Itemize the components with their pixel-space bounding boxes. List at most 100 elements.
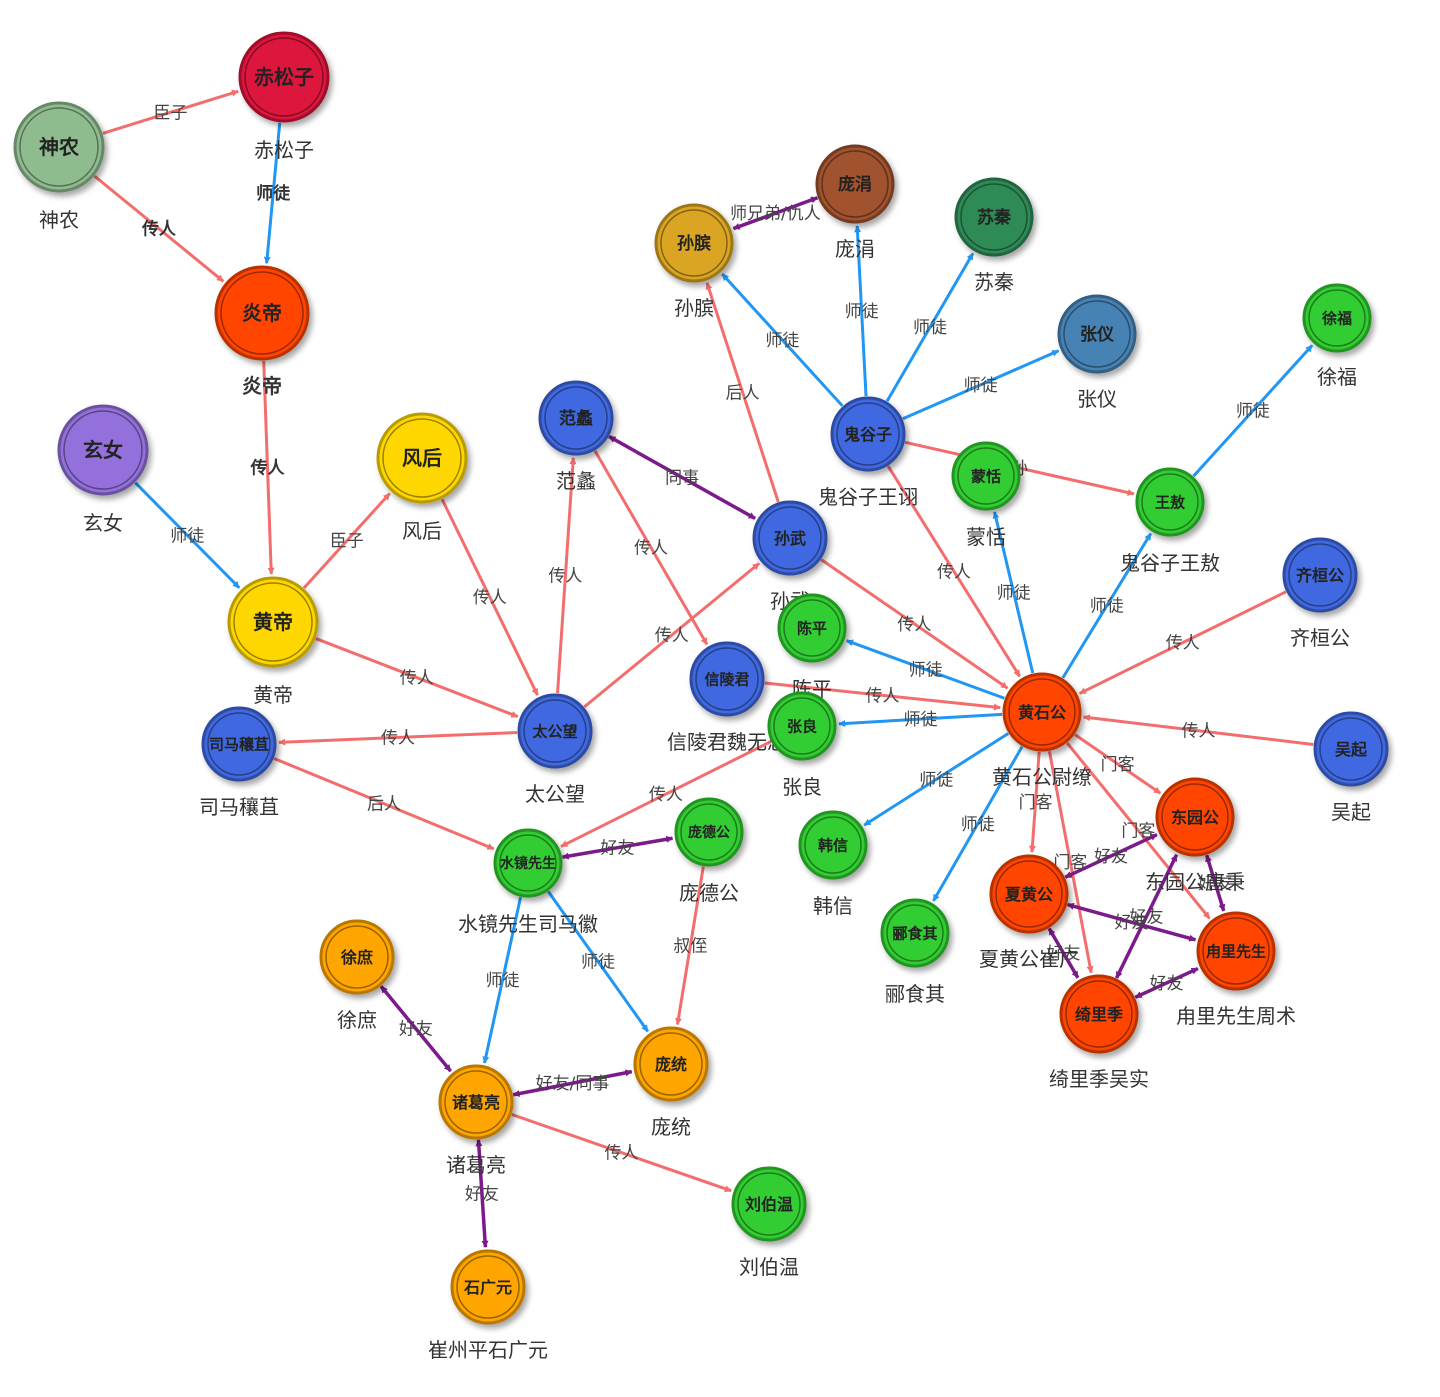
edge-label-guiguzi-sunbin: 师徒 bbox=[765, 331, 799, 351]
node-circle[interactable] bbox=[1196, 911, 1276, 991]
node-circle[interactable] bbox=[201, 706, 277, 782]
node-circle[interactable] bbox=[830, 396, 906, 472]
node-circle[interactable] bbox=[1135, 467, 1205, 537]
node-circle[interactable] bbox=[1302, 283, 1372, 353]
node-circle[interactable] bbox=[767, 691, 837, 761]
node-circle[interactable] bbox=[1059, 974, 1139, 1054]
node-circle[interactable] bbox=[731, 1166, 807, 1242]
node-circle[interactable] bbox=[517, 693, 593, 769]
node-caption: 庞统 bbox=[651, 1115, 691, 1139]
edge-label-pangdegong-pangtong: 叔侄 bbox=[673, 937, 707, 957]
edge-label-yandi-huangdi: 传人 bbox=[250, 458, 286, 479]
node-ring bbox=[1308, 289, 1366, 347]
edge-huangdi-fenghou bbox=[302, 492, 391, 589]
node-circle[interactable] bbox=[13, 101, 105, 193]
node-circle[interactable] bbox=[954, 177, 1034, 257]
node-circle[interactable] bbox=[1057, 294, 1137, 374]
edge-huangshigong-zhangliang bbox=[838, 712, 1003, 727]
node-circle[interactable] bbox=[674, 797, 744, 867]
edge-label-xiahuanggong-luliixiansheng: 好友 bbox=[1115, 913, 1149, 933]
node-circle[interactable] bbox=[493, 828, 563, 898]
node-caption: 信陵君魏无忌 bbox=[667, 730, 787, 754]
edge-pangjuan-sunbin bbox=[732, 196, 819, 231]
node-circle[interactable] bbox=[951, 441, 1021, 511]
edge-labels-layer: 臣子传人师徒传人师徒臣子传人传人传人传人传人同事传人后人师兄弟/仇人师徒师徒师徒… bbox=[141, 103, 1270, 1204]
node-circle[interactable] bbox=[319, 919, 395, 995]
node-circle[interactable] bbox=[57, 404, 149, 496]
node-circle[interactable] bbox=[633, 1026, 709, 1102]
edge-shuijing-pangtong bbox=[547, 890, 650, 1033]
node-circle[interactable] bbox=[798, 810, 868, 880]
node-circle[interactable] bbox=[752, 500, 828, 576]
node-circle[interactable] bbox=[989, 854, 1069, 934]
node-circle[interactable] bbox=[376, 412, 468, 504]
node-circle[interactable] bbox=[880, 898, 950, 968]
edge-label-shuijing-pangdegong: 好友 bbox=[601, 839, 635, 859]
node-circle[interactable] bbox=[1282, 537, 1358, 613]
node-circle[interactable] bbox=[815, 144, 895, 224]
node-circle[interactable] bbox=[1002, 672, 1082, 752]
node-circle[interactable] bbox=[689, 641, 765, 717]
node-label: 孙膑 bbox=[677, 233, 711, 254]
edge-label-huangshigong-lishiqi: 师徒 bbox=[961, 815, 995, 835]
node-ring bbox=[773, 697, 831, 755]
node-circle[interactable] bbox=[214, 265, 310, 361]
edge-xiahuanggong-dongyuangong bbox=[1064, 833, 1158, 879]
node-caption: 范蠡 bbox=[556, 469, 596, 493]
node-ring bbox=[836, 402, 900, 466]
edge-guiguzi-huangshigong bbox=[886, 465, 1021, 678]
node-circle[interactable] bbox=[438, 1064, 514, 1140]
node-circle[interactable] bbox=[1155, 777, 1235, 857]
node-label: 玄女 bbox=[83, 438, 123, 462]
node-circle[interactable] bbox=[538, 380, 614, 456]
edge-guiguzi-sunbin bbox=[721, 273, 844, 407]
node-caption: 太公望 bbox=[525, 782, 585, 806]
node-label: 风后 bbox=[402, 446, 442, 470]
node-circle[interactable] bbox=[450, 1249, 526, 1325]
node-label: 东园公 bbox=[1171, 808, 1219, 827]
node-circle[interactable] bbox=[654, 203, 734, 283]
node-circle[interactable] bbox=[1313, 711, 1389, 787]
node-circle[interactable] bbox=[227, 576, 319, 668]
node-circle[interactable] bbox=[777, 593, 847, 663]
node-circle[interactable] bbox=[238, 31, 330, 123]
